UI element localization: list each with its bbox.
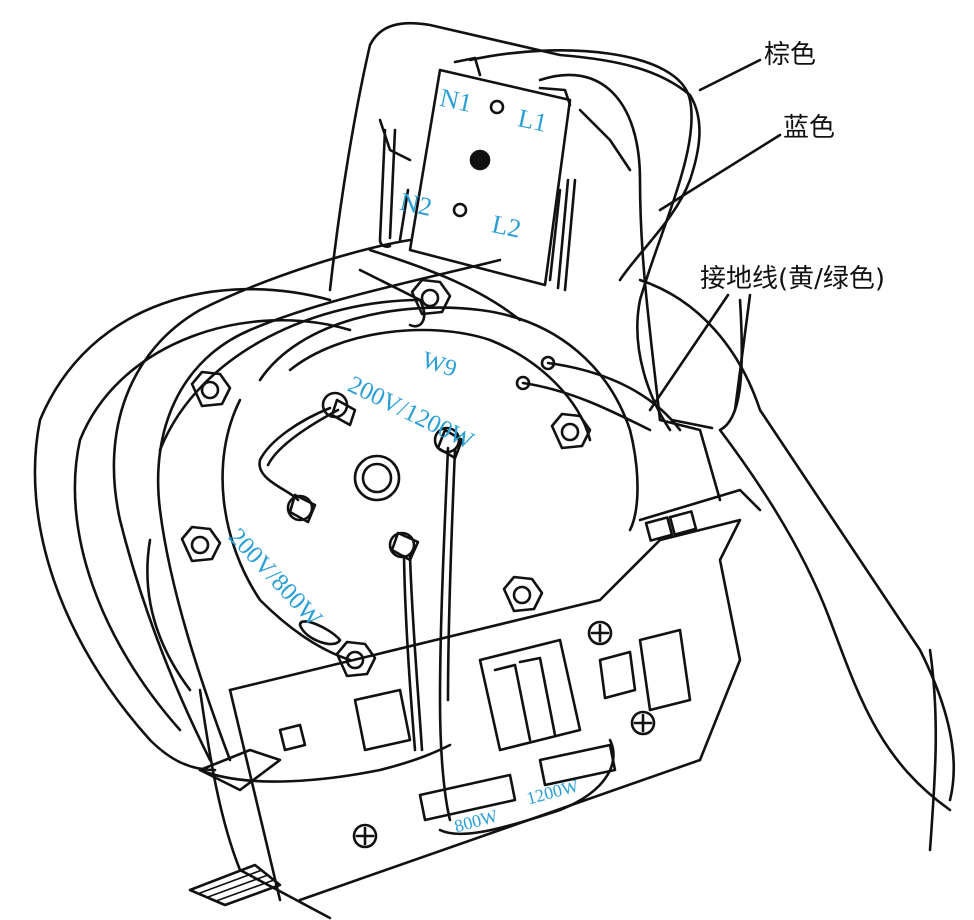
terminal-label-n2: N2	[397, 187, 435, 222]
ground-wire-label: 接地线(黄/绿色)	[700, 264, 886, 294]
terminal-label-n1: N1	[437, 83, 475, 118]
control-panel	[198, 488, 762, 902]
terminal-label-l2: L2	[489, 209, 524, 244]
base-hatch	[188, 863, 282, 907]
brown-wire-label: 棕色	[764, 40, 817, 70]
wires	[112, 49, 952, 822]
housing-outline	[33, 278, 956, 920]
terminal-label-l1: L1	[515, 103, 550, 138]
blue-wire-label: 蓝色	[783, 113, 836, 143]
terminal-block	[358, 56, 577, 328]
heating-plate	[146, 298, 639, 692]
